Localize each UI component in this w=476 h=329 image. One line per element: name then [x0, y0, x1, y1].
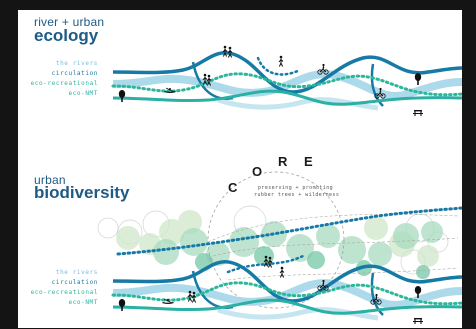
pedestrian-icon: [279, 266, 285, 278]
pedestrian-icon: [222, 45, 228, 57]
top-legend-eco-nmt: eco-NMT: [68, 90, 98, 97]
ecology-diagram: C O R E preserving + promoting rubber tr…: [97, 45, 462, 325]
canopy-layer: [97, 205, 449, 279]
tree-icon: [414, 73, 422, 85]
top-legend-rivers: the rivers: [55, 60, 98, 67]
picnic-table-icon: [412, 109, 424, 117]
top-network: [111, 45, 462, 117]
bottom-legend-eco-nmt: eco-NMT: [68, 299, 98, 306]
top-title-line2: ecology: [34, 26, 99, 45]
top-legend-eco-recreational: eco-recreational: [30, 80, 98, 87]
core-letter-o: O: [252, 164, 262, 179]
bottom-title-line2: biodiversity: [34, 183, 130, 202]
bottom-legend-eco-recreational: eco-recreational: [30, 289, 98, 296]
core-subtext-line2: rubber trees + wilderness: [254, 192, 339, 198]
core-letter-r: R: [278, 154, 288, 169]
top-title-line1: river + urban: [34, 15, 105, 29]
bottom-title-line1: urban: [34, 173, 66, 187]
core-ring: C O R E preserving + promoting rubber tr…: [207, 154, 459, 309]
pedestrian-icon: [227, 46, 233, 58]
top-legend-circulation: circulation: [51, 70, 98, 77]
bottom-network: [111, 206, 462, 325]
bottom-legend-rivers: the rivers: [55, 269, 98, 276]
core-letter-e: E: [304, 154, 313, 169]
picnic-table-icon: [412, 317, 424, 325]
tree-icon: [118, 90, 126, 102]
core-letter-c: C: [228, 180, 238, 195]
pedestrian-icon: [278, 55, 284, 67]
diagram-panel: river + urban ecology the rivers circula…: [18, 10, 462, 328]
core-subtext-line1: preserving + promoting: [258, 185, 333, 191]
bottom-legend-circulation: circulation: [51, 279, 98, 286]
tree-icon: [118, 299, 126, 311]
